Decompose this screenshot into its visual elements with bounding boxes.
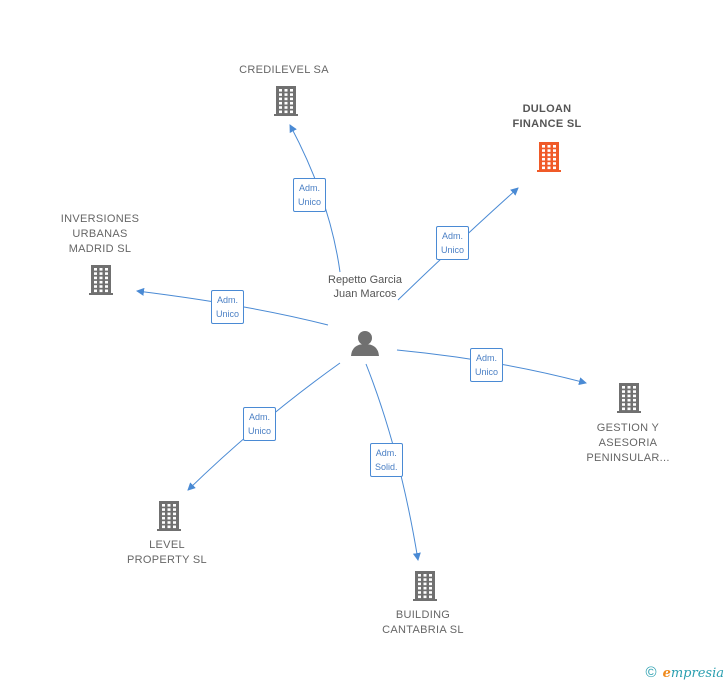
company-label-credilevel[interactable]: CREDILEVEL SA [239,64,329,76]
person-name-label: Repetto Garcia Juan Marcos [328,274,402,300]
building-icon[interactable] [157,501,181,531]
building-icon[interactable] [413,571,437,601]
company-label-duloan[interactable]: DULOAN FINANCE SL [512,103,582,130]
person-icon[interactable] [351,331,379,356]
relation-badge-level: Adm. Unico [243,407,277,441]
relation-badge-inversiones: Adm. Unico [211,290,245,324]
relation-badge-building: Adm. Solid. [370,443,403,477]
relation-badge-duloan: Adm. Unico [436,226,470,260]
building-icon[interactable] [617,383,641,413]
company-label-inversiones[interactable]: INVERSIONES URBANAS MADRID SL [60,213,140,255]
copyright-notice: © empresia [646,664,724,681]
company-label-level[interactable]: LEVEL PROPERTY SL [127,539,207,566]
company-label-building[interactable]: BUILDING CANTABRIA SL [382,609,464,636]
building-icon[interactable] [274,86,298,116]
copyright-symbol: © [645,664,657,681]
building-icon[interactable] [537,142,561,172]
building-icon[interactable] [89,265,113,295]
company-label-gestion[interactable]: GESTION Y ASESORIA PENINSULAR... [586,422,670,464]
relation-badge-gestion: Adm. Unico [470,348,504,382]
brand-logo[interactable]: empresia [662,666,724,681]
relation-badge-credilevel: Adm. Unico [293,178,327,212]
